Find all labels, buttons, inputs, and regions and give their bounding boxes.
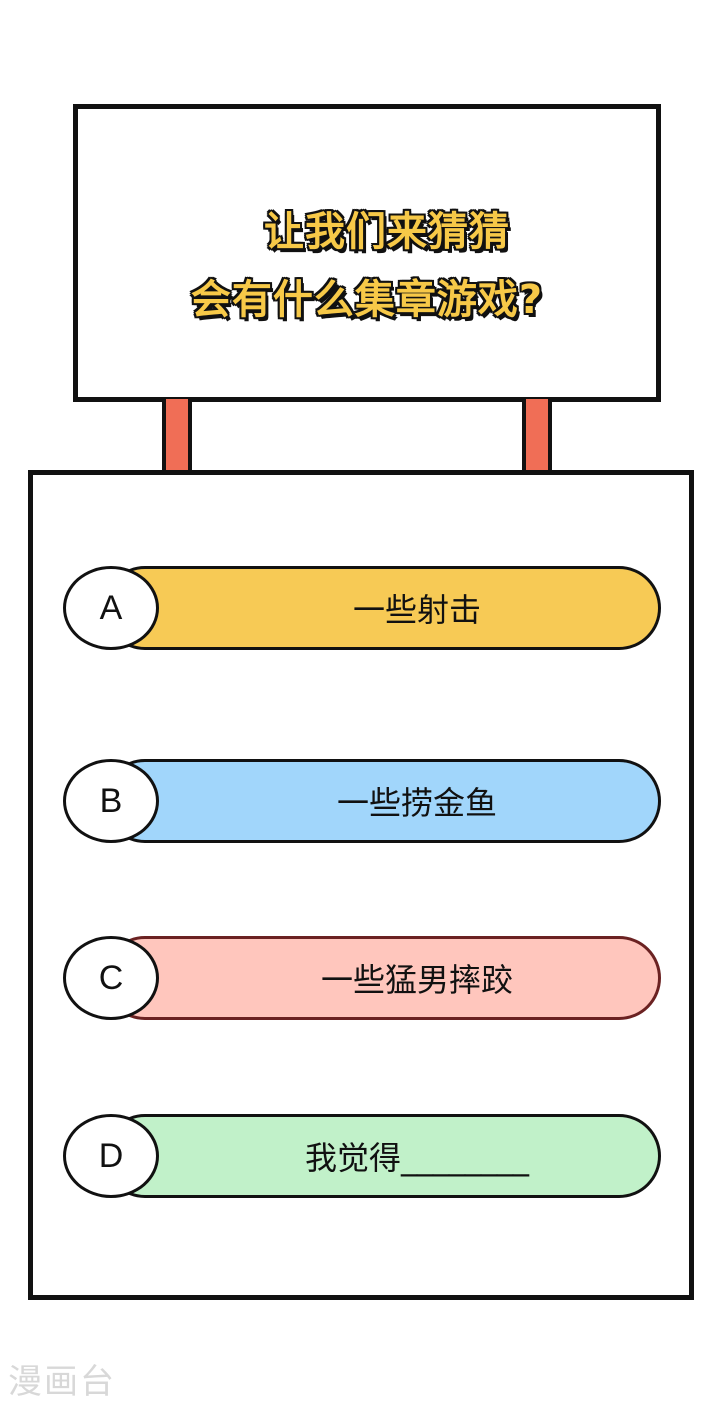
option-c-pill[interactable]: 一些猛男摔跤 — [103, 936, 661, 1020]
option-a-letter: A — [63, 566, 159, 650]
option-d-pill[interactable]: 我觉得________ — [103, 1114, 661, 1198]
question-title-line2: 会有什么集章游戏? — [190, 277, 544, 323]
option-d-text: 我觉得________ — [304, 1139, 529, 1177]
option-d[interactable]: 我觉得________ D — [63, 1114, 661, 1198]
sign-post-right — [522, 399, 552, 470]
sign-post-left — [162, 399, 192, 470]
option-a-text: 一些射击 — [352, 591, 481, 629]
option-b-pill[interactable]: 一些捞金鱼 — [103, 759, 661, 843]
option-a-pill[interactable]: 一些射击 — [103, 566, 661, 650]
option-a[interactable]: 一些射击 A — [63, 566, 661, 650]
option-c[interactable]: 一些猛男摔跤 C — [63, 936, 661, 1020]
option-b-letter: B — [63, 759, 159, 843]
question-title-line1: 让我们来猜猜 — [264, 209, 510, 255]
watermark: 漫画台 — [8, 1362, 116, 1402]
option-c-text: 一些猛男摔跤 — [320, 961, 513, 999]
option-b[interactable]: 一些捞金鱼 B — [63, 759, 661, 843]
option-c-letter: C — [63, 936, 159, 1020]
option-d-letter: D — [63, 1114, 159, 1198]
option-b-text: 一些捞金鱼 — [336, 784, 497, 822]
question-sign: 让我们来猜猜 会有什么集章游戏? — [73, 104, 661, 402]
